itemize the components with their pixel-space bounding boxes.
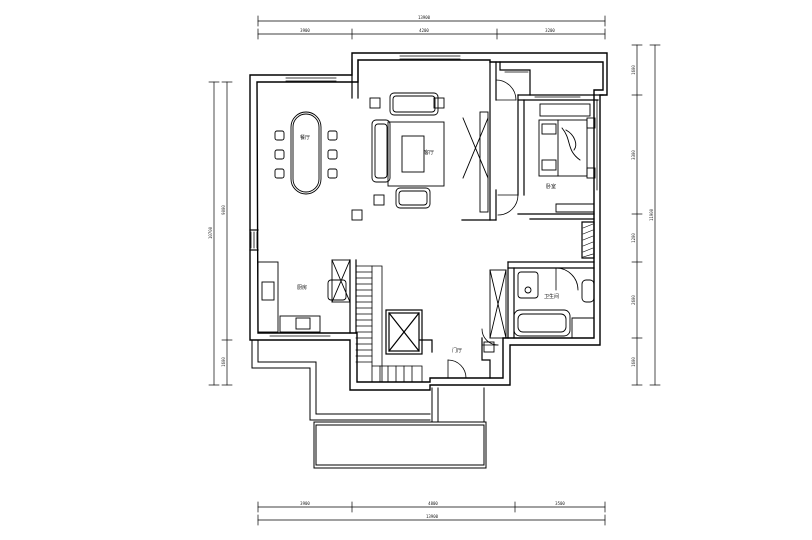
exterior-steps: [313, 387, 487, 469]
dim-left-seg-2: 1600: [221, 357, 226, 367]
doors: [447, 71, 579, 379]
dim-right-seg-5: 1600: [631, 357, 636, 367]
dimension-lines: [208, 15, 661, 526]
room-label-dining: 餐厅: [300, 134, 310, 141]
dim-top-seg-3: 3200: [545, 28, 555, 33]
room-label-entrance: 门厅: [452, 347, 462, 354]
dim-right-seg-4: 2600: [631, 295, 636, 305]
dim-left-seg-1: 9000: [221, 205, 226, 215]
bathroom-fixtures: [483, 269, 595, 353]
dim-top-seg-2: 4200: [419, 28, 429, 33]
kitchen-fixtures: [257, 259, 351, 333]
room-label-bathroom: 卫生间: [544, 293, 559, 300]
dim-right-seg-3: 1200: [631, 233, 636, 243]
dim-bottom-seg-2: 4800: [428, 501, 438, 506]
windows: [250, 52, 601, 337]
dim-bottom-seg-1: 3900: [300, 501, 310, 506]
interior-walls: [249, 59, 604, 379]
dining-set: [274, 111, 338, 195]
room-label-bedroom: 卧室: [546, 183, 556, 190]
dim-right-seg-1: 1600: [631, 65, 636, 75]
room-label-living: 客厅: [424, 149, 434, 156]
room-label-kitchen: 厨房: [297, 284, 307, 291]
interior-staircase: [355, 265, 423, 383]
dim-bottom-total: 13900: [426, 514, 439, 519]
living-room-furniture: [351, 92, 489, 221]
elevator-shaft: [385, 309, 423, 355]
wardrobe-hatching: [582, 223, 594, 258]
dim-right-seg-2: 3300: [631, 150, 636, 160]
terrace-walls: [251, 339, 431, 421]
dim-bottom-seg-3: 3500: [555, 501, 565, 506]
dim-right-total: 11900: [649, 208, 654, 221]
bedroom-furniture: [538, 103, 596, 213]
dim-top-seg-1: 3900: [300, 28, 310, 33]
dim-left-total: 10700: [208, 226, 213, 239]
dim-top-total: 13900: [418, 15, 431, 20]
